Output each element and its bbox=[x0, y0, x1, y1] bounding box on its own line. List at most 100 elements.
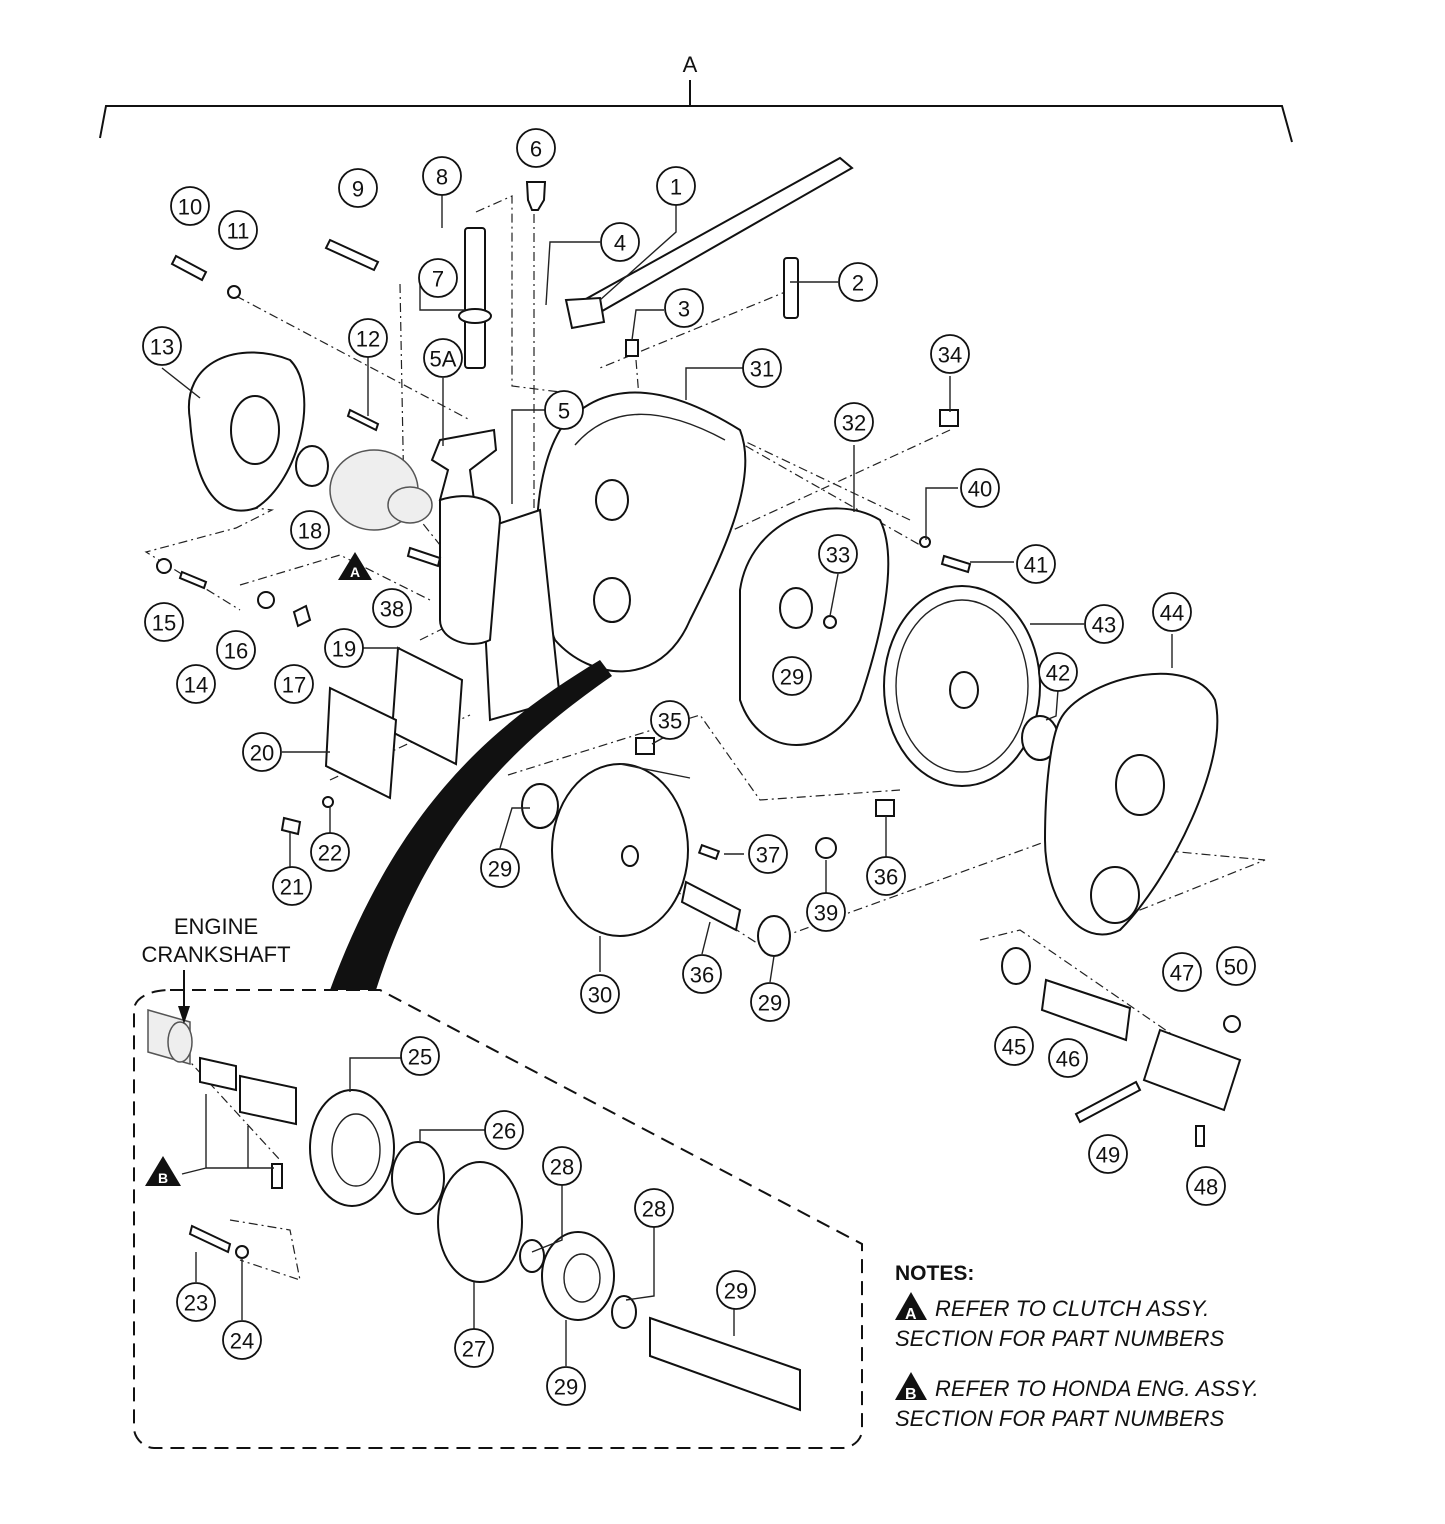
callout-label: 39 bbox=[814, 901, 838, 926]
callout-label: 34 bbox=[938, 343, 962, 368]
assembly-label: A bbox=[683, 52, 698, 77]
callout-label: 38 bbox=[380, 597, 404, 622]
callout-11: 11 bbox=[218, 210, 258, 250]
engine-label-line1: ENGINE bbox=[174, 914, 258, 939]
callout-5A: 5A bbox=[423, 338, 463, 378]
access-gasket bbox=[390, 646, 464, 766]
callout-50: 50 bbox=[1216, 946, 1256, 986]
callout-label: 2 bbox=[852, 271, 864, 296]
callout-23: 23 bbox=[176, 1282, 216, 1322]
callout-39: 39 bbox=[806, 892, 846, 932]
callout-label: 12 bbox=[356, 327, 380, 352]
callout-43: 43 bbox=[1084, 604, 1124, 644]
callout-label: 45 bbox=[1002, 1035, 1026, 1060]
callout-label: 10 bbox=[178, 195, 202, 220]
key bbox=[697, 843, 721, 861]
detail-connector bbox=[330, 660, 612, 990]
callout-label: 25 bbox=[408, 1045, 432, 1070]
seal bbox=[295, 445, 329, 487]
stud bbox=[324, 238, 380, 272]
note-b-line2: SECTION FOR PART NUMBERS bbox=[895, 1406, 1225, 1431]
callout-label: 29 bbox=[758, 991, 782, 1016]
callout-41: 41 bbox=[1016, 544, 1056, 584]
gasket bbox=[739, 507, 890, 746]
callout-label: 47 bbox=[1170, 961, 1194, 986]
sprocket-drum bbox=[521, 763, 691, 937]
callout-18: 18 bbox=[290, 510, 330, 550]
callout-label: 8 bbox=[436, 165, 448, 190]
marker-a: A bbox=[338, 552, 372, 580]
callout-7: 7 bbox=[418, 258, 458, 298]
callout-label: 44 bbox=[1160, 601, 1184, 626]
callout-19: 19 bbox=[324, 628, 364, 668]
drive-gear bbox=[883, 585, 1041, 787]
callout-28: 28 bbox=[542, 1146, 582, 1186]
callout-label: 5A bbox=[430, 347, 457, 372]
callout-30: 30 bbox=[580, 974, 620, 1014]
callout-36: 36 bbox=[866, 856, 906, 896]
callout-34: 34 bbox=[930, 334, 970, 374]
clutch-assembly bbox=[329, 449, 433, 531]
engine-label-line2: CRANKSHAFT bbox=[141, 942, 290, 967]
callout-24: 24 bbox=[222, 1320, 262, 1360]
callout-label: 30 bbox=[588, 983, 612, 1008]
callout-29: 29 bbox=[546, 1366, 586, 1406]
callout-25: 25 bbox=[400, 1036, 440, 1076]
shift-lever bbox=[564, 156, 854, 330]
nut bbox=[815, 837, 837, 859]
callout-label: 7 bbox=[432, 267, 444, 292]
callout-label: 35 bbox=[658, 709, 682, 734]
access-cover bbox=[324, 686, 398, 800]
callout-27: 27 bbox=[454, 1328, 494, 1368]
callout-label: 40 bbox=[968, 477, 992, 502]
callout-label: 42 bbox=[1046, 661, 1070, 686]
marker-b-leader bbox=[181, 1094, 274, 1175]
callout-label: 6 bbox=[530, 137, 542, 162]
callout-46: 46 bbox=[1048, 1038, 1088, 1078]
callout-2: 2 bbox=[838, 262, 878, 302]
callout-44: 44 bbox=[1152, 592, 1192, 632]
callout-label: 20 bbox=[250, 741, 274, 766]
callout-16: 16 bbox=[216, 630, 256, 670]
callout-42: 42 bbox=[1038, 652, 1078, 692]
assembly-bracket: A bbox=[99, 52, 1293, 143]
callout-21: 21 bbox=[272, 866, 312, 906]
bolt bbox=[170, 254, 208, 282]
callout-29: 29 bbox=[480, 848, 520, 888]
callout-leaders bbox=[161, 195, 1173, 1366]
callout-label: 49 bbox=[1096, 1143, 1120, 1168]
callout-label: 23 bbox=[184, 1291, 208, 1316]
callout-33: 33 bbox=[818, 534, 858, 574]
callout-label: 29 bbox=[554, 1375, 578, 1400]
callout-label: 36 bbox=[690, 963, 714, 988]
callout-35: 35 bbox=[650, 700, 690, 740]
plug bbox=[635, 737, 655, 755]
lock-plate bbox=[783, 257, 799, 319]
callout-38: 38 bbox=[372, 588, 412, 628]
callout-48: 48 bbox=[1186, 1166, 1226, 1206]
callout-37: 37 bbox=[748, 834, 788, 874]
callout-47: 47 bbox=[1162, 952, 1202, 992]
callout-label: 1 bbox=[670, 175, 682, 200]
callout-13: 13 bbox=[142, 326, 182, 366]
pin bbox=[346, 408, 380, 432]
callout-29: 29 bbox=[750, 982, 790, 1022]
callout-label: 33 bbox=[826, 543, 850, 568]
callout-22: 22 bbox=[310, 832, 350, 872]
callout-label: 17 bbox=[282, 673, 306, 698]
shift-fork bbox=[430, 428, 498, 501]
inset-parts bbox=[188, 1089, 801, 1412]
callout-6: 6 bbox=[516, 128, 556, 168]
callout-20: 20 bbox=[242, 732, 282, 772]
shift-shaft bbox=[464, 227, 486, 369]
pinion bbox=[680, 880, 742, 932]
note-a-line1: REFER TO CLUTCH ASSY. bbox=[935, 1296, 1210, 1321]
callout-label: 13 bbox=[150, 335, 174, 360]
callout-28: 28 bbox=[634, 1188, 674, 1228]
vent-plug bbox=[525, 181, 547, 211]
callout-4: 4 bbox=[600, 222, 640, 262]
callout-label: 15 bbox=[152, 611, 176, 636]
callout-36: 36 bbox=[682, 954, 722, 994]
